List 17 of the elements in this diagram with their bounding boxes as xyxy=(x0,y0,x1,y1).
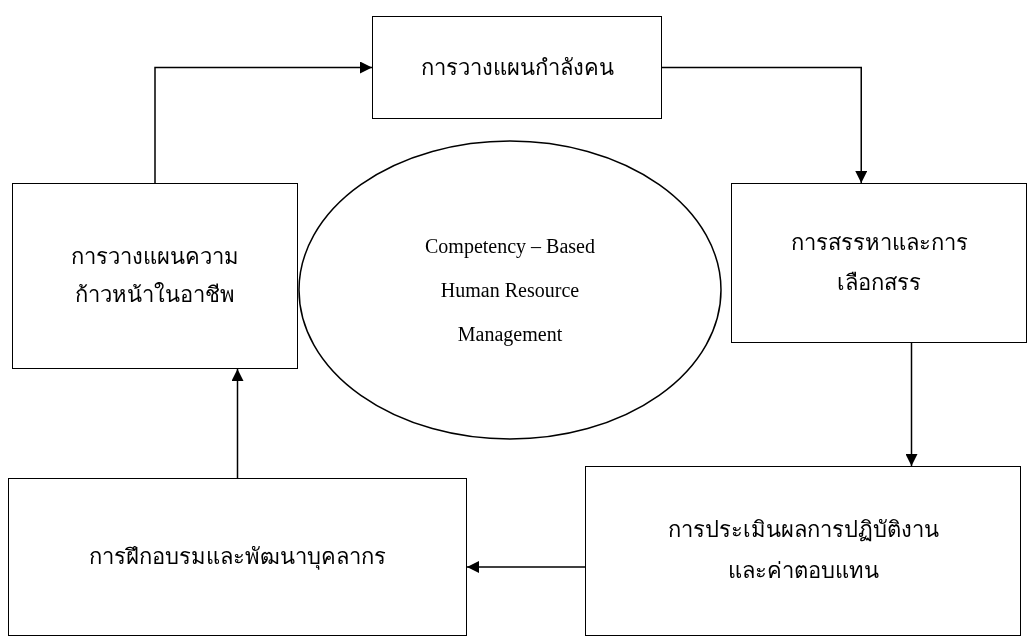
box-label: Competency – Based Human Resource Management xyxy=(424,234,596,348)
box-label: การฝึกอบรมและพัฒนาบุคลากร xyxy=(88,543,387,572)
box-label: การวางแผนกำลังคน xyxy=(419,53,615,82)
ellipse xyxy=(298,140,722,440)
arrow xyxy=(231,368,244,479)
arrow xyxy=(905,342,918,467)
process-box xyxy=(731,183,1027,343)
arrow xyxy=(466,561,586,573)
box-label: การประเมินผลการปฏิบัติงานและค่าตอบแทน xyxy=(666,516,940,585)
process-box xyxy=(8,478,467,636)
box-label: การวางแผนความก้าวหน้าในอาชีพ xyxy=(70,242,240,309)
box-label: การสรรหาและการเลือกสรร xyxy=(789,229,969,297)
process-box xyxy=(585,466,1021,636)
arrow xyxy=(154,61,373,184)
process-box xyxy=(12,183,298,369)
arrow xyxy=(661,66,868,184)
process-box xyxy=(372,16,662,119)
